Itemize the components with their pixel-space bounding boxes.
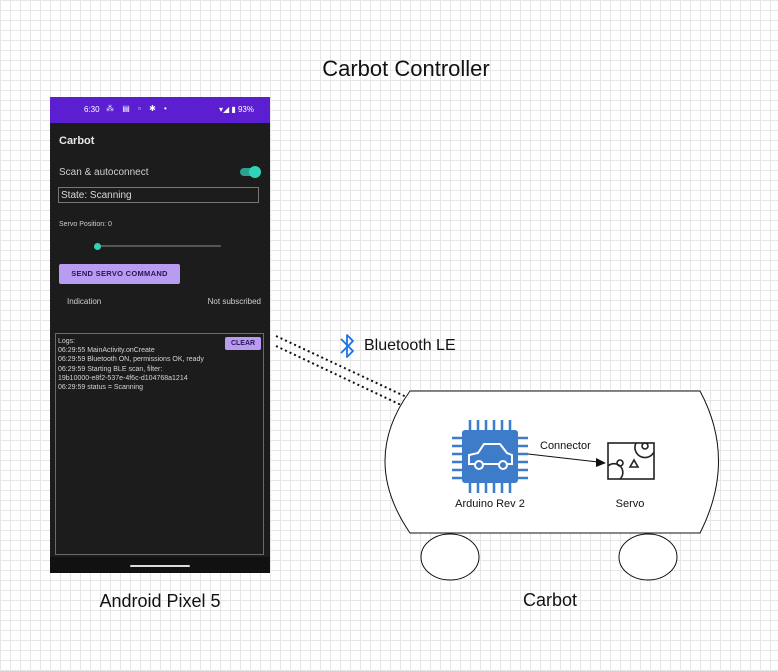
carbot-caption: Carbot [522, 590, 578, 610]
servo-position-text: Servo Position: [59, 221, 107, 228]
left-wheel [420, 533, 480, 581]
log-line: 06:29:59 status = Scanning [58, 384, 144, 392]
status-time: 6:30 [84, 105, 100, 114]
notification-icons: ⁂ ▤ ▫ ✱ • [106, 104, 170, 113]
logs-text: Logs: 06:29:55 MainActivity.onCreate 06:… [58, 337, 228, 392]
status-right: ▾◢ ▮ 93% [219, 105, 254, 114]
clear-logs-button[interactable]: CLEAR [225, 337, 261, 350]
log-line: 19b10000-e8f2-537e-4f6c-d104768a1214 [58, 374, 188, 382]
home-gesture-handle[interactable] [130, 565, 190, 567]
servo-gear-icon [607, 442, 655, 480]
connector-label: Connector [540, 440, 591, 452]
wifi-signal-icon: ▾◢ ▮ [218, 105, 236, 114]
scan-autoconnect-label: Scan & autoconnect [59, 167, 149, 178]
connector-arrow [527, 453, 606, 467]
indication-value: Not subscribed [207, 297, 261, 306]
logs-label: Logs: [58, 338, 76, 345]
log-line: 06:29:55 MainActivity.onCreate [58, 347, 155, 355]
toggle-thumb[interactable] [249, 166, 261, 178]
indication-label: Indication [67, 297, 102, 306]
battery-percent: 93% [237, 105, 254, 114]
send-servo-command-button[interactable]: SEND SERVO COMMAND [59, 264, 180, 284]
state-field: State: Scanning [58, 187, 259, 203]
android-phone-screen: 6:30 ⁂ ▤ ▫ ✱ • ▾◢ ▮ 93% Carbot Scan & au… [50, 97, 270, 573]
log-line: 06:29:59 Starting BLE scan, filter: [58, 365, 163, 373]
car-chip-icon [452, 420, 528, 493]
right-wheel [618, 533, 678, 581]
bluetooth-icon [340, 334, 354, 358]
carbot-body [384, 390, 719, 534]
servo-label: Servo [615, 498, 645, 510]
app-title: Carbot [59, 135, 95, 147]
phone-caption: Android Pixel 5 [99, 591, 221, 611]
diagram-title: Carbot Controller [322, 56, 490, 81]
servo-slider-track[interactable] [97, 245, 221, 247]
logs-panel [55, 333, 264, 555]
servo-position-value: 0 [108, 221, 112, 228]
arduino-label: Arduino Rev 2 [455, 498, 525, 510]
servo-position-label: Servo Position: 0 [59, 221, 112, 228]
ble-dotted-line-upper [275, 335, 461, 423]
log-line: 06:29:59 Bluetooth ON, permissions OK, r… [58, 356, 204, 364]
servo-slider-thumb[interactable] [94, 243, 101, 250]
status-bar: 6:30 ⁂ ▤ ▫ ✱ • ▾◢ ▮ 93% [50, 97, 270, 123]
bluetooth-le-label: Bluetooth LE [364, 337, 456, 354]
bluetooth-link [275, 335, 461, 431]
